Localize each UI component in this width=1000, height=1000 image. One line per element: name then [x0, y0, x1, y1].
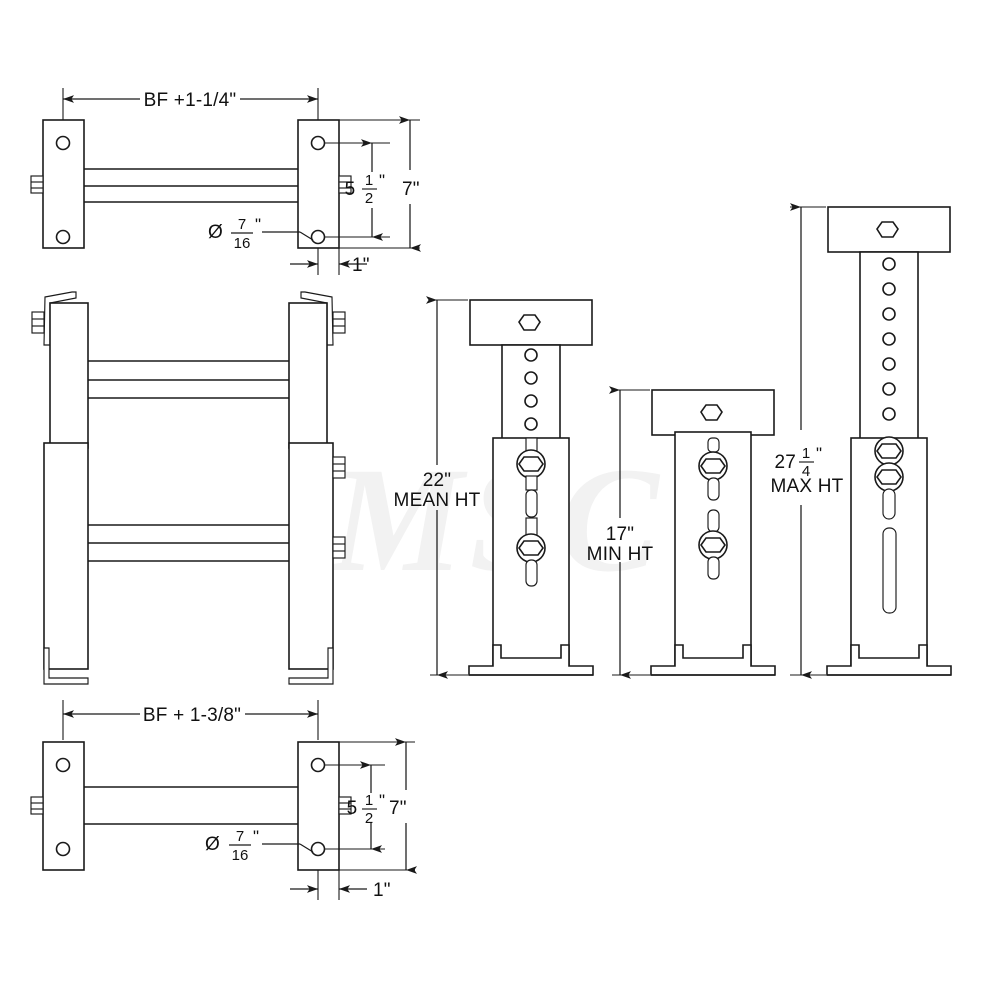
top-view-edge-distance: 1": [352, 255, 370, 276]
stand-min-dimension-label: MIN HT: [587, 544, 654, 565]
stand-max-dimension-frac-den: 4: [802, 463, 810, 480]
top-view-hole-diameter-symbol: Ø: [208, 222, 223, 243]
stand-max-dimension-whole: 27: [774, 452, 796, 473]
bottom-view-inner-height-value: 5: [347, 798, 358, 819]
bottom-view-hole-diameter-unit: ": [253, 827, 259, 846]
stand-max-dimension-label: MAX HT: [771, 476, 844, 497]
stand-mean-dimension-value: 22": [423, 470, 451, 491]
bottom-cross-member-view: 5 1 2 " 7" 1" Ø 7 16 ": [30, 700, 417, 901]
stand-max-height: 27 1 4 " MAX HT: [771, 203, 952, 679]
stand-mean-dimension-label: MEAN HT: [394, 490, 481, 511]
stand-mean-height: 22" MEAN HT: [394, 296, 594, 679]
top-view-inner-height-value: 5: [345, 179, 356, 200]
top-view-inner-height-unit: ": [379, 171, 385, 190]
stand-max-dimension-unit: ": [816, 444, 822, 463]
bottom-view-hole-diameter-symbol: Ø: [205, 834, 220, 855]
bottom-view-hole-diameter-num: 7: [236, 828, 244, 845]
bottom-view-inner-height-frac-num: 1: [365, 792, 373, 809]
top-view-hole-diameter-den: 16: [234, 235, 251, 252]
top-view-width-dimension: BF +1-1/4": [144, 90, 237, 111]
top-view-hole-diameter-num: 7: [238, 216, 246, 233]
h-frame-elevation-view: [31, 291, 346, 685]
stand-max-dimension-frac-num: 1: [802, 445, 810, 462]
bottom-view-width-dimension: BF + 1-3/8": [143, 705, 241, 726]
top-view-hole-diameter-unit: ": [255, 215, 261, 234]
top-cross-member-view: 5 1 2 " 7" 1" Ø 7 16 ": [30, 88, 421, 276]
bottom-view-overall-height: 7": [389, 798, 407, 819]
stand-min-height: 17" MIN HT: [587, 386, 776, 679]
top-view-overall-height: 7": [402, 179, 420, 200]
bottom-view-inner-height-frac-den: 2: [365, 810, 373, 827]
stand-min-dimension-value: 17": [606, 524, 634, 545]
bottom-view-edge-distance: 1": [373, 880, 391, 901]
top-view-inner-height-frac-num: 1: [365, 172, 373, 189]
bottom-view-inner-height-unit: ": [379, 791, 385, 810]
bottom-view-hole-diameter-den: 16: [232, 847, 249, 864]
top-view-inner-height-frac-den: 2: [365, 190, 373, 207]
